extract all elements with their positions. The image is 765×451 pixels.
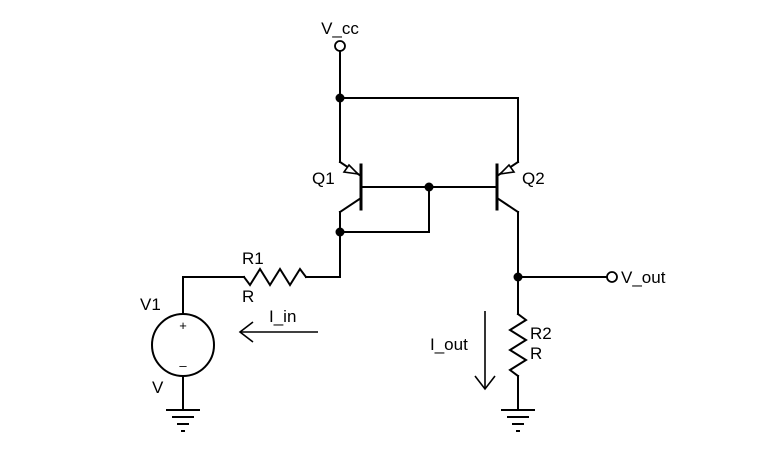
v1-plus-sign: + (179, 318, 187, 333)
ground-symbol-left (166, 409, 200, 432)
q1-emitter-arrow (342, 163, 361, 176)
resistor-r1: R1 R (182, 231, 341, 316)
input-current-label: I_in (269, 307, 296, 326)
r1-name: R1 (242, 249, 264, 268)
q2-emitter-arrow (497, 163, 516, 176)
vout-label: V_out (621, 268, 666, 287)
v1-value: V (152, 378, 164, 397)
base-connection (335, 182, 498, 237)
resistor-r2: R2 R (508, 276, 552, 411)
vcc-junction-dot (335, 93, 345, 103)
output-node: V_out (513, 268, 666, 287)
vcc-label: V_cc (321, 19, 359, 38)
voltage-source-v1: + – V1 V (140, 295, 215, 411)
ground-symbol-right (501, 409, 535, 432)
output-current-arrow: I_out (430, 311, 496, 391)
r2-value: R (530, 344, 542, 363)
q2-label: Q2 (522, 169, 545, 188)
base-junction-dot (424, 182, 434, 192)
vcc-terminal: V_cc (321, 19, 359, 52)
v1-name: V1 (140, 295, 161, 314)
vcc-rail (335, 50, 519, 163)
vout-terminal (606, 271, 618, 283)
q1-label: Q1 (312, 169, 335, 188)
transistor-q2: Q2 (495, 160, 545, 278)
r1-value: R (242, 287, 254, 306)
input-current-arrow: I_in (238, 307, 318, 343)
v1-minus-sign: – (179, 358, 187, 373)
transistor-q1: Q1 (312, 160, 363, 233)
output-current-label: I_out (430, 335, 468, 354)
r2-name: R2 (530, 324, 552, 343)
